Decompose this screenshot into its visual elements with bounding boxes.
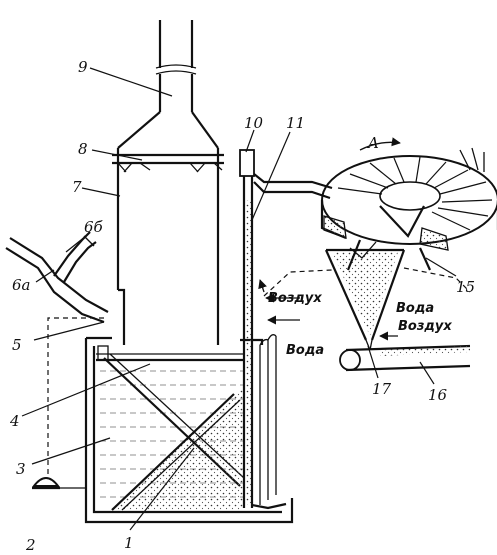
leader-lines [21,67,457,531]
tank [84,336,294,524]
column-body [116,148,220,345]
label-17: 17 [372,380,392,398]
label-6a: 6a [12,276,31,294]
flow-water-mid: Вода [286,343,324,358]
label-7: 7 [72,178,82,196]
hood-cone [117,111,219,149]
flow-air-right: Воздух [398,319,452,334]
spray-nozzles [112,153,224,173]
control-line [47,317,104,476]
label-5: 5 [12,336,22,354]
label-2: 2 [25,536,36,554]
pump-box [239,149,255,177]
exhaust-pipe [155,20,197,112]
label-16: 16 [428,386,448,404]
rotary-distributor [320,137,497,251]
valve-2 [31,477,86,490]
label-3: 3 [16,460,26,478]
feed-lines [258,267,471,341]
label-6b: 6б [84,218,104,236]
flow-water-right: Вода [396,301,434,316]
label-11: 11 [286,114,305,132]
label-9: 9 [78,58,88,76]
transfer-pipe [253,173,333,200]
label-8: 8 [78,140,88,158]
label-4: 4 [9,412,20,430]
flow-air-top: Воздух [268,291,322,306]
inlet-pipes [5,231,109,324]
hopper [324,239,432,351]
label-1: 1 [124,534,134,552]
label-arrow-a: A [366,134,379,152]
label-15: 15 [456,278,475,296]
conveyor [339,344,471,372]
vertical-pipes [239,149,287,510]
label-10: 10 [244,114,264,132]
